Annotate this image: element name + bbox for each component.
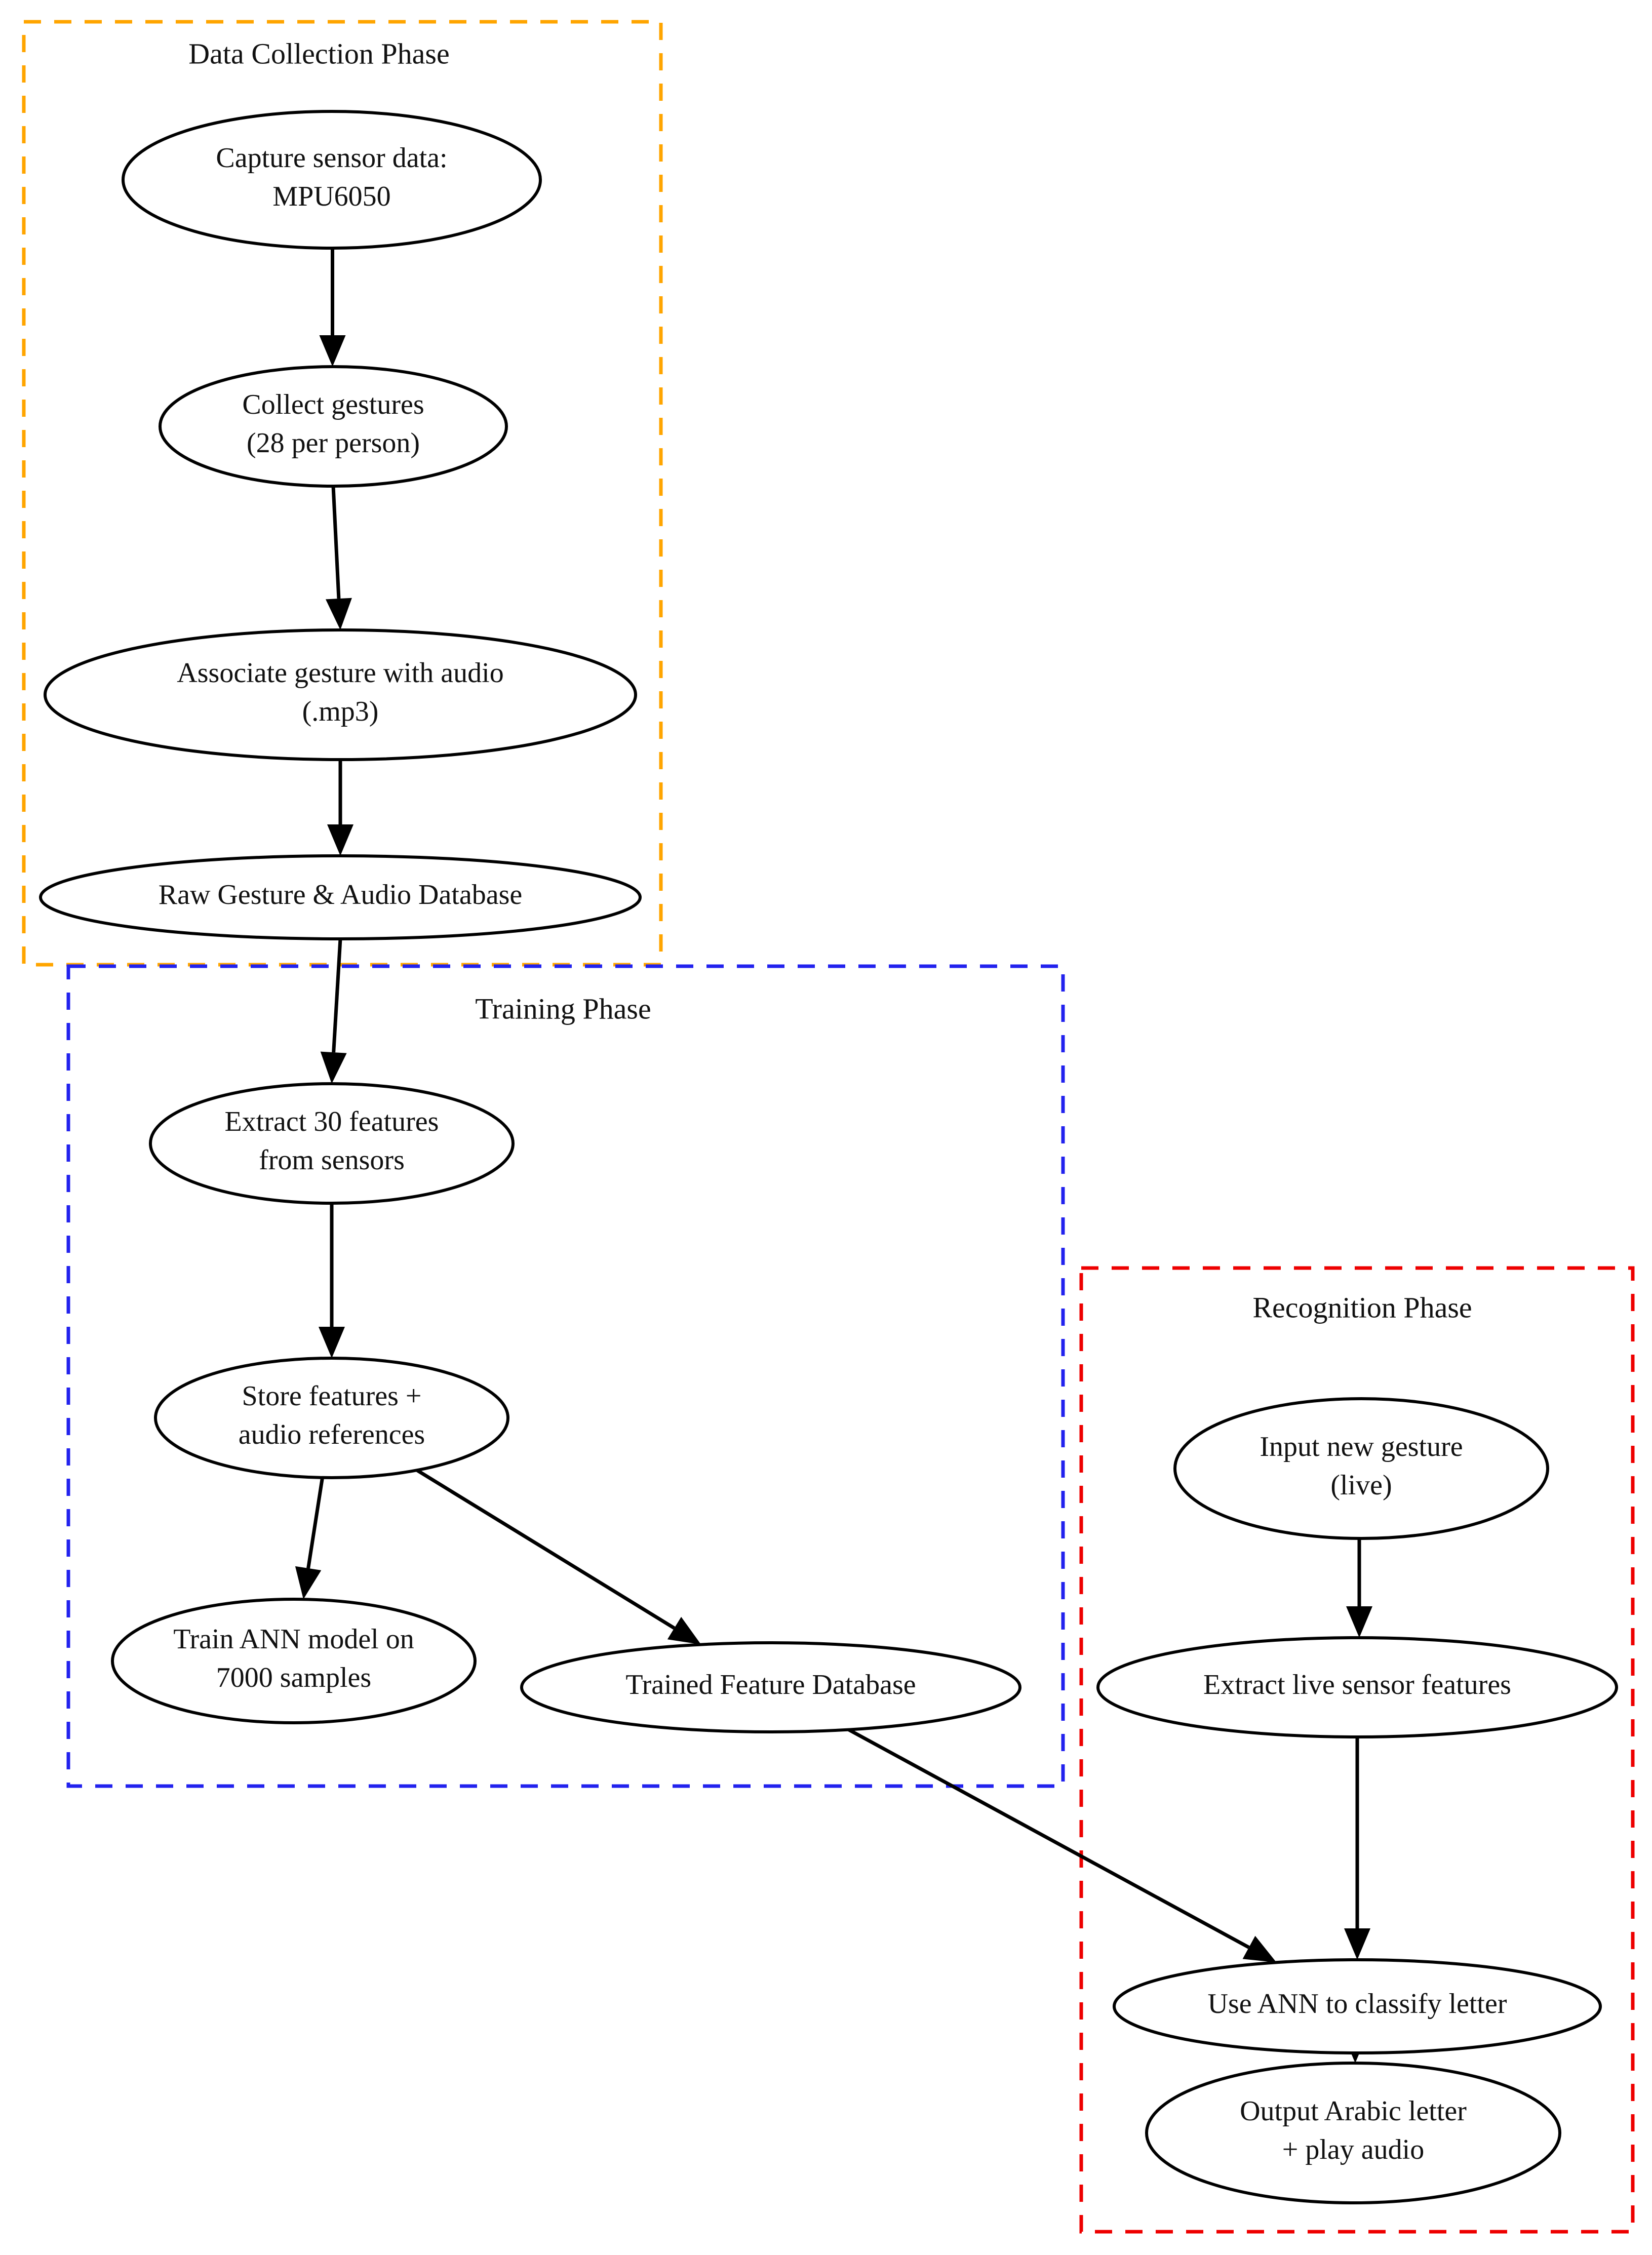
node-label-output-arabic-letter-line-1: + play audio: [1282, 2134, 1424, 2165]
node-shape-train-ann-model: [111, 1598, 477, 1724]
node-label-associate-gesture-audio-line-1: (.mp3): [302, 696, 379, 727]
node-shape-capture-sensor-data: [122, 110, 542, 250]
edge-e9-arrowhead: [1346, 1606, 1372, 1638]
edge-e8-arrowhead: [1242, 1935, 1277, 1963]
node-input-new-gesture[interactable]: Input new gesture (live): [1173, 1397, 1549, 1540]
node-label-capture-sensor-data-line-0: Capture sensor data:: [216, 142, 447, 174]
node-extract-30-features[interactable]: Extract 30 features from sensors: [149, 1082, 515, 1205]
node-label-extract-live-sensor-features-line-0: Extract live sensor features: [1203, 1669, 1511, 1700]
node-shape-raw-gesture-audio-database: [39, 854, 642, 940]
phase-box-recognition: [1079, 1266, 1635, 2234]
node-shape-trained-feature-database: [520, 1641, 1021, 1733]
phase-label-data-collection: Data Collection Phase: [188, 37, 449, 70]
node-label-input-new-gesture-line-1: (live): [1330, 1470, 1392, 1501]
node-label-store-features-audio-refs-line-0: Store features +: [242, 1380, 421, 1412]
edge-e1-arrowhead: [319, 335, 346, 367]
edge-e2-line: [331, 486, 341, 599]
node-shape-store-features-audio-refs: [154, 1357, 509, 1479]
node-label-collect-gestures-line-1: (28 per person): [247, 427, 420, 459]
phase-label-recognition: Recognition Phase: [1252, 1291, 1472, 1324]
node-shape-use-ann-to-classify-letter: [1113, 1958, 1602, 2054]
phase-label-training: Training Phase: [475, 992, 651, 1025]
node-label-collect-gestures-line-0: Collect gestures: [242, 389, 424, 420]
node-shape-collect-gestures: [159, 365, 508, 488]
edge-e8-line: [847, 1728, 1250, 1949]
edge-e4-arrowhead: [320, 1051, 347, 1084]
node-label-input-new-gesture-line-0: Input new gesture: [1260, 1431, 1463, 1462]
node-label-extract-30-features-line-1: from sensors: [259, 1144, 405, 1176]
node-label-raw-gesture-audio-database-line-0: Raw Gesture & Audio Database: [159, 879, 522, 911]
node-label-train-ann-model-line-1: 7000 samples: [216, 1662, 371, 1693]
node-shape-extract-live-sensor-features: [1096, 1636, 1618, 1738]
edge-e2-arrowhead: [325, 598, 352, 630]
node-collect-gestures[interactable]: Collect gestures (28 per person): [159, 365, 508, 488]
edge-e7-line: [416, 1469, 676, 1630]
node-label-trained-feature-database-line-0: Trained Feature Database: [625, 1669, 916, 1700]
edge-e10-arrowhead: [1344, 1928, 1370, 1960]
node-train-ann-model[interactable]: Train ANN model on 7000 samples: [111, 1598, 477, 1724]
node-shape-output-arabic-letter: [1145, 2062, 1561, 2204]
node-raw-gesture-audio-database[interactable]: Raw Gesture & Audio Database: [39, 854, 642, 940]
edge-e3-arrowhead: [327, 824, 353, 856]
node-shape-input-new-gesture: [1173, 1397, 1549, 1540]
node-shape-extract-30-features: [149, 1082, 515, 1205]
node-label-associate-gesture-audio-line-0: Associate gesture with audio: [177, 657, 503, 689]
node-use-ann-to-classify-letter[interactable]: Use ANN to classify letter: [1113, 1958, 1602, 2054]
node-label-capture-sensor-data-line-1: MPU6050: [272, 181, 390, 212]
edge-e7-arrowhead: [667, 1616, 701, 1645]
node-capture-sensor-data[interactable]: Capture sensor data: MPU6050: [122, 110, 542, 250]
node-label-use-ann-to-classify-letter-line-0: Use ANN to classify letter: [1208, 1988, 1507, 2020]
node-store-features-audio-refs[interactable]: Store features + audio references: [154, 1357, 509, 1479]
node-associate-gesture-audio[interactable]: Associate gesture with audio (.mp3): [44, 628, 637, 761]
node-label-train-ann-model-line-0: Train ANN model on: [173, 1624, 414, 1655]
node-output-arabic-letter[interactable]: Output Arabic letter + play audio: [1145, 2062, 1561, 2204]
phase-box-training: [66, 964, 1065, 1788]
node-shape-associate-gesture-audio: [44, 628, 637, 761]
node-label-extract-30-features-line-0: Extract 30 features: [225, 1106, 439, 1137]
phase-boxes-group: [22, 20, 1635, 2234]
edge-e6-arrowhead: [295, 1566, 322, 1600]
node-label-output-arabic-letter-line-0: Output Arabic letter: [1240, 2095, 1467, 2127]
edge-e6-line: [306, 1477, 325, 1569]
edge-e5-arrowhead: [319, 1327, 345, 1358]
node-extract-live-sensor-features[interactable]: Extract live sensor features: [1096, 1636, 1618, 1738]
node-trained-feature-database[interactable]: Trained Feature Database: [520, 1641, 1021, 1733]
node-label-store-features-audio-refs-line-1: audio references: [239, 1419, 425, 1450]
edge-e4-line: [332, 938, 342, 1053]
